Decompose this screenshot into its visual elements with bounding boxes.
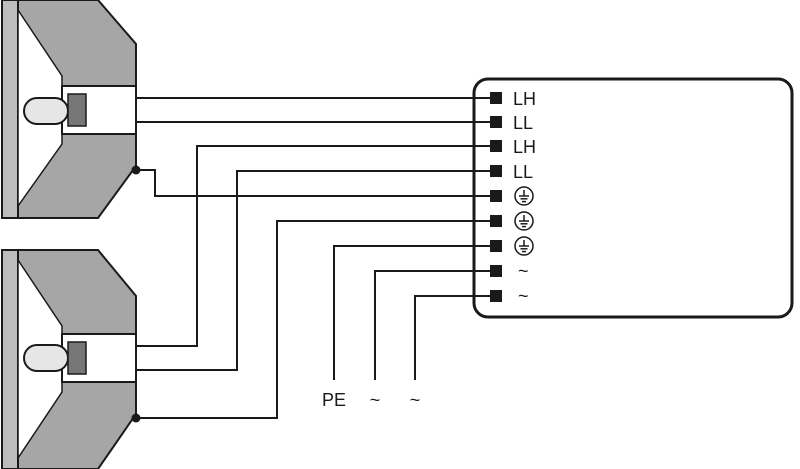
terminal-labels: LH LL LH LL ~ ~ — [513, 89, 536, 306]
terminal-square — [490, 190, 502, 202]
ballast-box — [472, 77, 794, 319]
supply-label-line2: ~ — [410, 390, 421, 410]
terminal-blocks — [490, 92, 502, 302]
terminal-square — [490, 140, 502, 152]
supply-label-line1: ~ — [370, 390, 381, 410]
terminal-square — [490, 290, 502, 302]
wire-pe — [333, 245, 492, 380]
terminal-label-ll-2: LL — [513, 162, 533, 182]
terminal-label-ll-1: LL — [513, 113, 533, 133]
wire-line1 — [374, 270, 492, 380]
terminal-square — [490, 116, 502, 128]
wire-line2 — [414, 295, 492, 380]
wire-earth-lamp2 — [136, 220, 492, 419]
terminal-square — [490, 265, 502, 277]
wire-earth-lamp1 — [136, 169, 492, 197]
earth-ground-icon — [514, 211, 534, 231]
lamp-reflector-icon — [1, 249, 141, 469]
terminal-square — [490, 240, 502, 252]
terminal-label-ac-1: ~ — [518, 261, 529, 281]
wire-lamp2-ll — [136, 170, 492, 371]
terminal-label-lh-2: LH — [513, 137, 536, 157]
terminal-label-lh-1: LH — [513, 89, 536, 109]
wire-lamp2-lh — [136, 145, 492, 347]
earth-ground-icon — [514, 236, 534, 256]
terminal-square — [490, 215, 502, 227]
wires — [136, 97, 492, 419]
terminal-square — [490, 92, 502, 104]
lamp-reflector-icon — [1, 0, 141, 219]
earth-ground-icon — [514, 186, 534, 206]
terminal-label-ac-2: ~ — [518, 286, 529, 306]
supply-labels: PE ~ ~ — [322, 390, 420, 410]
supply-label-pe: PE — [322, 390, 346, 410]
terminal-square — [490, 165, 502, 177]
